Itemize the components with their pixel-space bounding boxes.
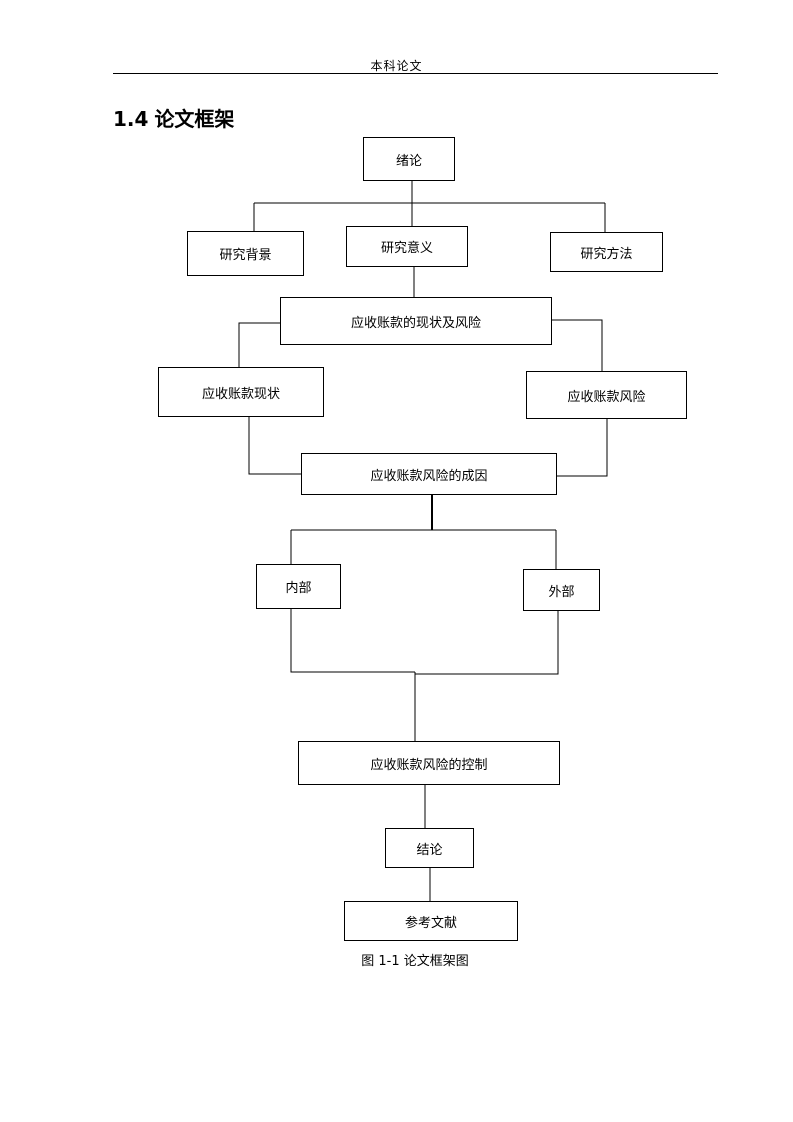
node-references: 参考文献 [344, 901, 518, 941]
node-intro: 绪论 [363, 137, 455, 181]
node-internal: 内部 [256, 564, 341, 609]
node-risk: 应收账款风险 [526, 371, 687, 419]
node-research-background: 研究背景 [187, 231, 304, 276]
node-risk-causes: 应收账款风险的成因 [301, 453, 557, 495]
header-rule [113, 73, 718, 74]
node-conclusion: 结论 [385, 828, 474, 868]
section-title: 论文框架 [154, 107, 235, 131]
page-header: 本科论文 [370, 59, 423, 73]
node-status: 应收账款现状 [158, 367, 324, 417]
node-external: 外部 [523, 569, 600, 611]
node-status-and-risk: 应收账款的现状及风险 [280, 297, 552, 345]
node-risk-control: 应收账款风险的控制 [298, 741, 560, 785]
section-number: 1.4 [113, 107, 149, 131]
node-research-method: 研究方法 [550, 232, 663, 272]
figure-caption: 图 1-1 论文框架图 [361, 954, 469, 969]
node-research-significance: 研究意义 [346, 226, 468, 267]
